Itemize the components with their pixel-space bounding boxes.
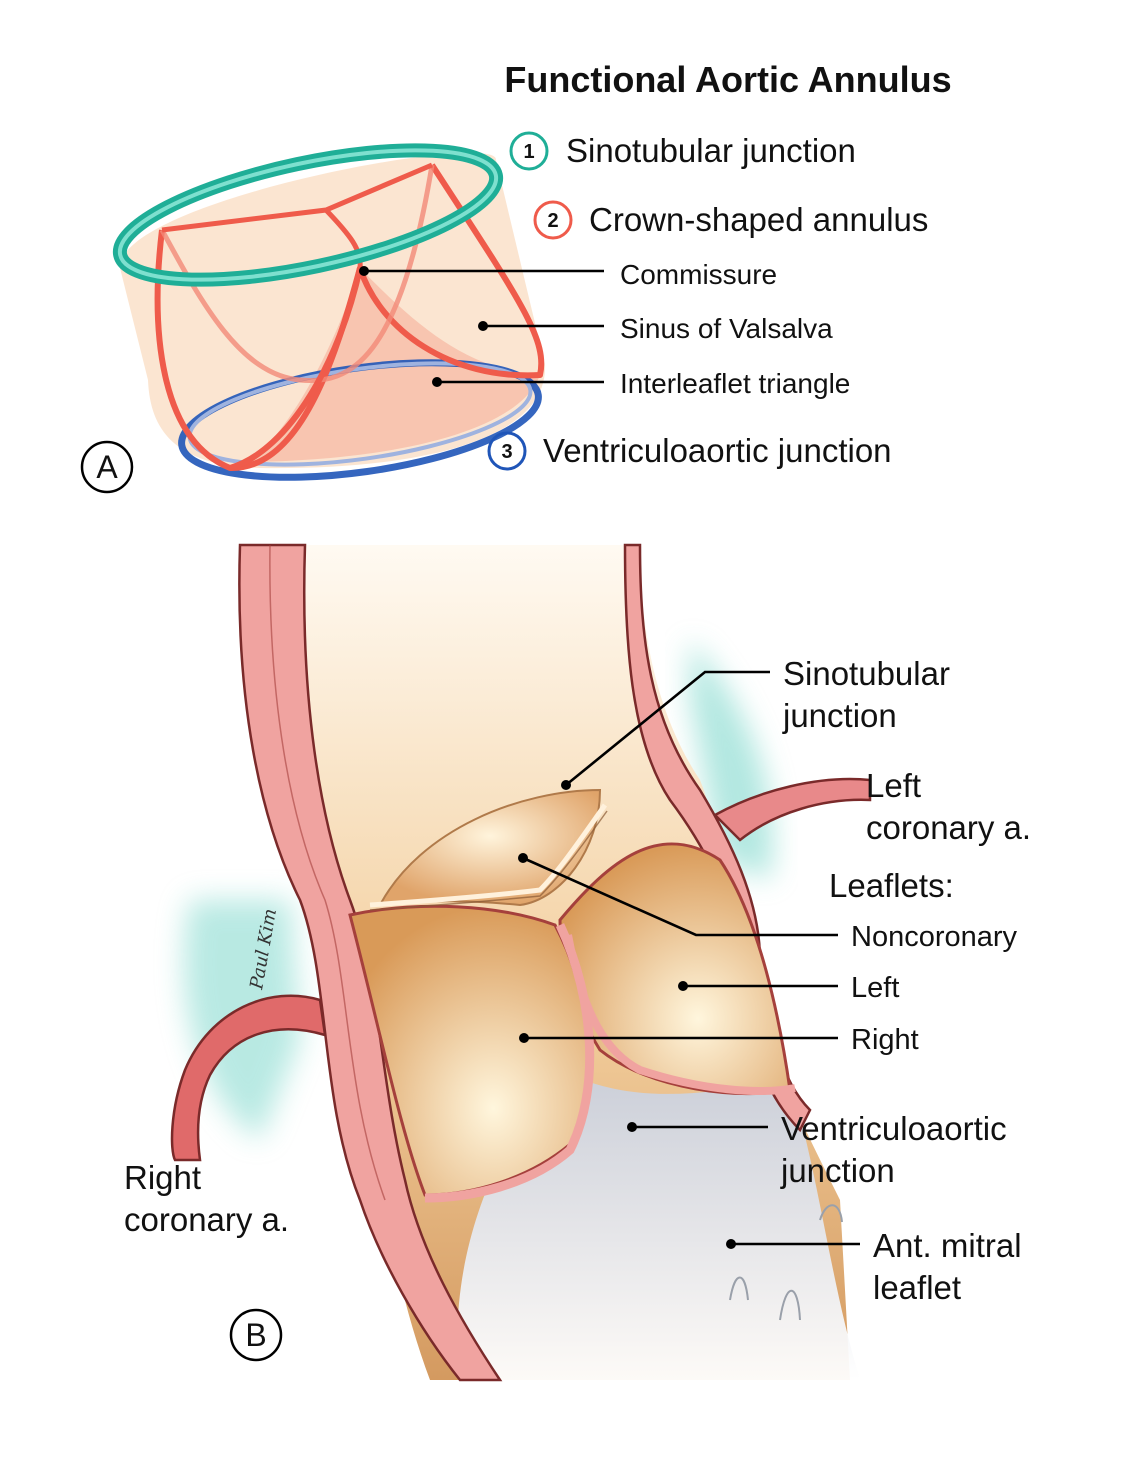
sinotubular-ring-highlight bbox=[117, 148, 499, 282]
badge-circle-2 bbox=[533, 200, 573, 240]
leader-sinus bbox=[478, 321, 604, 331]
commissure-ridge-shadow bbox=[369, 810, 608, 911]
leader-noncoronary bbox=[518, 853, 838, 937]
panel-a-schematic: Commissure Sinus of Valsalva Interleafle… bbox=[80, 143, 850, 494]
right-coronary-artery bbox=[170, 994, 327, 1162]
legend-item-1: 1 Sinotubular junction bbox=[509, 131, 856, 171]
label-commissure: Commissure bbox=[620, 259, 777, 290]
label-sinotubular-line1: Sinotubular bbox=[783, 655, 950, 692]
aortic-wall-left-inner bbox=[269, 544, 386, 1201]
panel-b-badge bbox=[229, 1308, 283, 1362]
label-noncoronary: Noncoronary bbox=[851, 921, 1018, 953]
left-coronary-artery bbox=[712, 777, 872, 842]
crown-annulus-back bbox=[159, 164, 435, 384]
legend-item-3: 3 Ventriculoaortic junction bbox=[487, 431, 892, 471]
label-leaflets-heading: Leaflets: bbox=[829, 867, 954, 904]
label-ant-mitral-line2: leaflet bbox=[873, 1269, 961, 1306]
right-leaflet-rim bbox=[424, 923, 595, 1203]
noncoronary-leaflet bbox=[378, 788, 602, 907]
badge-circle-1 bbox=[509, 131, 549, 171]
label-interleaflet-triangle: Interleaflet triangle bbox=[620, 368, 850, 399]
label-ant-mitral-line1: Ant. mitral bbox=[873, 1227, 1022, 1264]
label-sinus-of-valsalva: Sinus of Valsalva bbox=[620, 313, 833, 344]
badge-number-2: 2 bbox=[547, 210, 558, 232]
label-left-coronary-line2: coronary a. bbox=[866, 809, 1031, 846]
leader-left-leaflet bbox=[678, 981, 838, 991]
legend-label-ventriculoaortic-junction: Ventriculoaortic junction bbox=[543, 432, 892, 469]
legend-item-2: 2 Crown-shaped annulus bbox=[533, 200, 928, 240]
leader-vaj-b bbox=[627, 1122, 768, 1132]
mitral-chordae bbox=[729, 1204, 843, 1321]
leader-commissure bbox=[359, 266, 604, 276]
figure-title: Functional Aortic Annulus bbox=[504, 59, 951, 100]
badge-number-3: 3 bbox=[501, 441, 512, 463]
commissure-ridge bbox=[369, 803, 608, 908]
badge-number-1: 1 bbox=[523, 141, 534, 163]
label-sinotubular-line2: junction bbox=[782, 697, 897, 734]
label-left-coronary-line1: Left bbox=[866, 767, 921, 804]
panel-b-illustration: Paul Kim Sinotubular junction Left coron… bbox=[124, 543, 1031, 1382]
label-ventriculoaortic-line2: junction bbox=[780, 1152, 895, 1189]
legend-label-sinotubular-junction: Sinotubular junction bbox=[566, 132, 856, 169]
leader-mitral bbox=[726, 1239, 860, 1249]
crown-annulus-left-leaf bbox=[229, 267, 363, 471]
leader-stj-b bbox=[561, 670, 770, 790]
label-right-coronary-line1: Right bbox=[124, 1159, 201, 1196]
leader-right-leaflet bbox=[519, 1033, 838, 1043]
label-ventriculoaortic-line1: Ventriculoaortic bbox=[781, 1110, 1007, 1147]
aortic-wall-right bbox=[623, 543, 812, 1133]
label-right-leaflet: Right bbox=[851, 1024, 919, 1056]
label-right-coronary-line2: coronary a. bbox=[124, 1201, 289, 1238]
panel-a-letter: A bbox=[96, 449, 118, 485]
leader-line bbox=[522, 856, 838, 937]
legend-label-crown-shaped-annulus: Crown-shaped annulus bbox=[589, 201, 928, 238]
panel-b-letter: B bbox=[245, 1317, 266, 1353]
aortic-wall-left bbox=[238, 543, 503, 1382]
leader-interleaflet bbox=[432, 377, 604, 387]
panel-a-badge bbox=[80, 440, 134, 494]
leader-line bbox=[565, 670, 770, 787]
crown-annulus-left-spoke bbox=[161, 162, 433, 233]
label-left-leaflet: Left bbox=[851, 972, 899, 1004]
